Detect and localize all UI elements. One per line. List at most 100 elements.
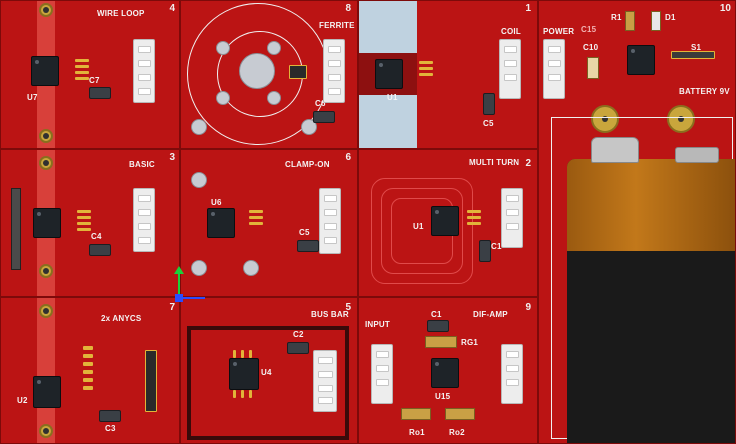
panel-number: 7 [169, 302, 175, 313]
capacitor-c3 [99, 410, 121, 422]
pad-row [83, 370, 93, 374]
mount-hole [191, 260, 207, 276]
panel-number: 9 [525, 302, 531, 313]
ic-regulator [627, 45, 655, 75]
panel-title: COIL [501, 27, 521, 36]
pad-row [249, 216, 263, 219]
ic-label: U7 [27, 93, 38, 102]
cap-label: C7 [89, 76, 100, 85]
panel-title: CLAMP-ON [285, 160, 330, 169]
pad-row [467, 222, 481, 225]
pad-row [75, 71, 89, 74]
mount-hole [39, 424, 53, 438]
connector [133, 188, 155, 252]
bus-bar-outline [187, 326, 349, 440]
resistor-rg1 [425, 336, 457, 348]
ic-label: U2 [17, 396, 28, 405]
battery-terminal-cap [675, 147, 719, 163]
pad-row [83, 378, 93, 382]
panel-title: FERRITE [319, 21, 355, 30]
y-axis-arrow-icon [174, 266, 184, 274]
battery-label: BATTERY 9V [679, 87, 730, 96]
capacitor-c5 [483, 93, 495, 115]
ic-u15 [431, 358, 459, 388]
input-connector [371, 344, 393, 404]
switch-s1 [671, 51, 715, 59]
resistor-ro2 [445, 408, 475, 420]
sensor-pads [289, 65, 307, 79]
resistor-ro1 [401, 408, 431, 420]
battery-9v [567, 137, 735, 443]
panel-number: 1 [525, 3, 531, 14]
capacitor-c10 [587, 57, 599, 79]
panel-title: 2x ANYCS [101, 314, 142, 323]
cap-label: C5 [299, 228, 310, 237]
capacitor-c1 [479, 240, 491, 262]
power-connector [543, 39, 565, 99]
pad-row [249, 350, 252, 358]
pad-row [249, 210, 263, 213]
pad-row [83, 386, 93, 390]
x-axis [179, 297, 205, 299]
pad-row [77, 228, 91, 231]
mount-hole [39, 264, 53, 278]
ic-label: U15 [435, 392, 451, 401]
output-connector [501, 344, 523, 404]
y-axis [178, 272, 180, 298]
pad-row [249, 390, 252, 398]
coil-trace [381, 188, 463, 274]
resistor-label: RG1 [461, 338, 479, 347]
panel-anycs: 7 2x ANYCS U2 C3 [0, 297, 180, 444]
xyz-axis-gizmo[interactable] [170, 266, 210, 304]
mount-hole [39, 304, 53, 318]
connector [323, 39, 345, 103]
cap-label: C2 [293, 330, 304, 339]
mount-hole [216, 91, 230, 105]
input-label: INPUT [365, 320, 390, 329]
capacitor-c4 [89, 244, 111, 256]
ic-u4 [229, 358, 259, 390]
panel-number: 5 [345, 302, 351, 313]
panel-basic: 3 BASIC C4 [0, 149, 180, 297]
panel-dif-amp: 9 DIF-AMP INPUT C1 RG1 U15 Ro1 Ro2 [358, 297, 538, 444]
pad-row [75, 77, 89, 80]
diode-label: D1 [665, 13, 676, 22]
resistor-r1 [625, 11, 635, 31]
origin [175, 294, 183, 302]
capacitor-c1 [427, 320, 449, 332]
pad-row [419, 67, 433, 70]
cap-label: C1 [431, 310, 442, 319]
ic-u1 [375, 59, 403, 89]
mount-hole [216, 41, 230, 55]
panel-number: 6 [345, 152, 351, 163]
capacitor-c2 [287, 342, 309, 354]
pad-row [77, 222, 91, 225]
mount-hole [191, 119, 207, 135]
pad-row [83, 354, 93, 358]
ic-u1 [431, 206, 459, 236]
mount-hole [39, 156, 53, 170]
cap-label: C15 [581, 25, 597, 34]
panel-number: 4 [169, 3, 175, 14]
cap-label: C1 [491, 242, 502, 251]
panel-title: DIF-AMP [473, 310, 508, 319]
panel-title: WIRE LOOP [97, 9, 145, 18]
pad-row [419, 73, 433, 76]
resistor-label: R1 [611, 13, 622, 22]
ic-label: U1 [387, 93, 398, 102]
pad-row [83, 346, 93, 350]
panel-multi-turn: 2 MULTI TURN U1 C1 [358, 149, 538, 297]
connector [499, 39, 521, 99]
pad-row [83, 362, 93, 366]
capacitor-c5 [297, 240, 319, 252]
mount-hole [267, 41, 281, 55]
ic-label: U6 [211, 198, 222, 207]
header-pins [145, 350, 157, 412]
ic-u6 [207, 208, 235, 238]
panel-number: 2 [525, 158, 531, 169]
pad-row [467, 216, 481, 219]
cap-label: C10 [583, 43, 599, 52]
panel-bus-bar: 5 BUS BAR U4 C2 [180, 297, 358, 444]
mount-hole [243, 260, 259, 276]
ferrite-center-hole [239, 53, 275, 89]
